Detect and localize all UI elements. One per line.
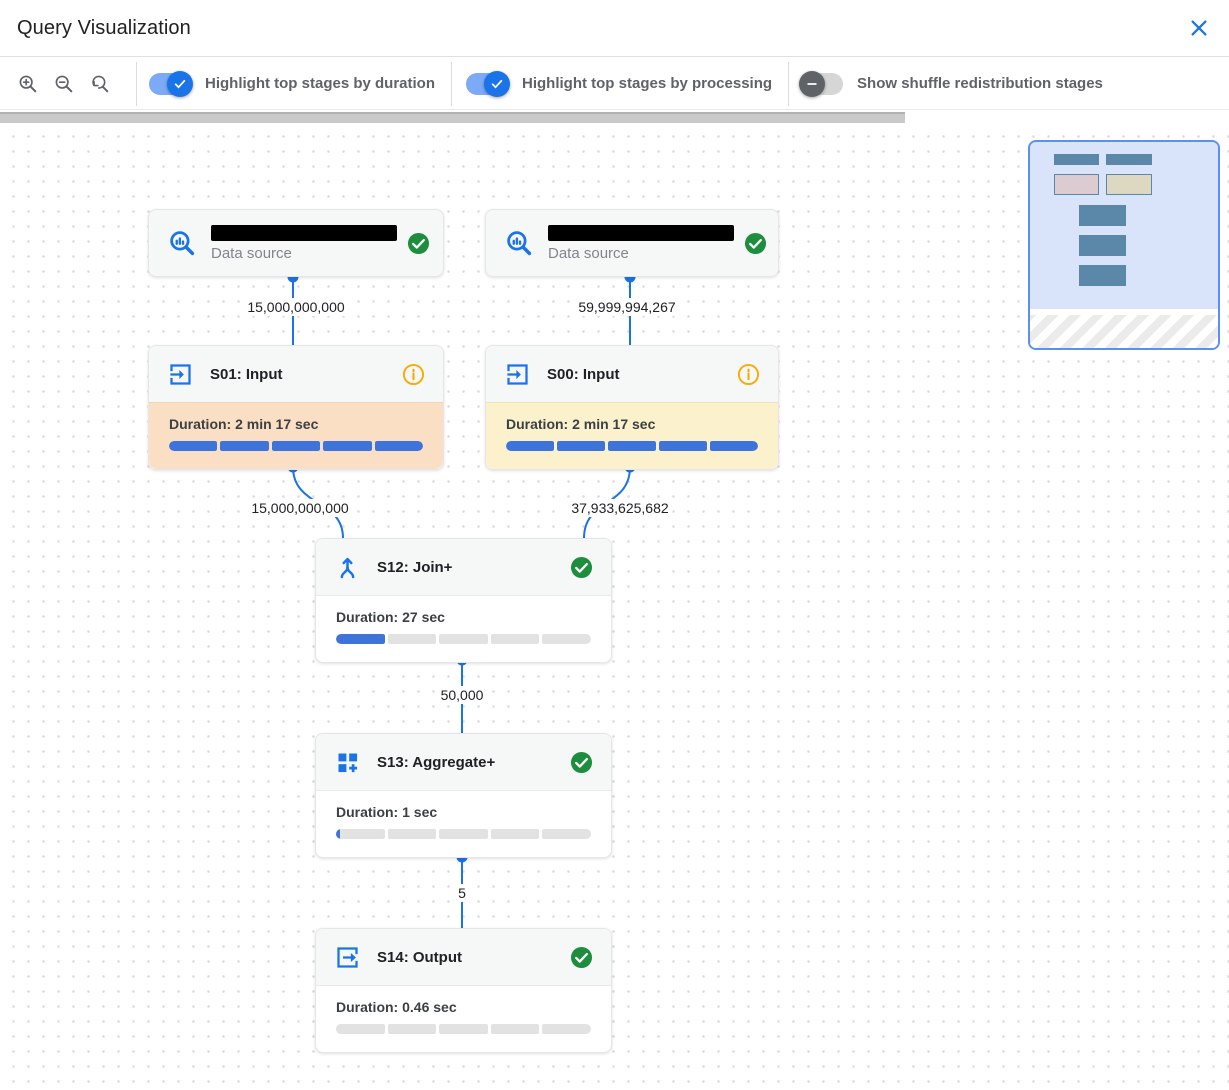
edge-label-rows: 5 [454, 884, 470, 902]
toggle-group-shuffle: Show shuffle redistribution stages [799, 70, 1103, 97]
stage-header: S14: Output [316, 929, 611, 985]
toggle-check-icon [167, 70, 193, 97]
stage-header: S00: Input [486, 346, 778, 402]
check-circle-icon [744, 232, 767, 255]
stage-duration-section: Duration: 2 min 17 sec [486, 402, 778, 469]
toggle-highlight-duration[interactable] [149, 70, 193, 97]
stage-node-s01[interactable]: S01: Input Duration: 2 min 17 sec [148, 345, 444, 470]
minimap-node-highlight-processing [1106, 174, 1152, 195]
redacted-table-name [548, 224, 734, 241]
data-source-info: Data source [211, 224, 397, 262]
check-circle-icon [570, 946, 593, 969]
toggle-label-shuffle: Show shuffle redistribution stages [857, 75, 1103, 92]
check-circle-icon [570, 556, 593, 579]
zoom-in-icon [19, 75, 37, 92]
info-icon[interactable] [737, 363, 760, 386]
stage-title: S14: Output [377, 948, 462, 966]
zoom-reset-button[interactable] [82, 66, 118, 102]
stage-duration-section: Duration: 1 sec [316, 790, 611, 857]
info-icon[interactable] [402, 363, 425, 386]
output-icon [334, 944, 361, 971]
toggle-label-processing: Highlight top stages by processing [522, 75, 773, 92]
data-source-type-label: Data source [211, 244, 292, 262]
join-icon [334, 554, 361, 581]
data-source-info: Data source [548, 224, 734, 262]
zoom-out-button[interactable] [46, 66, 82, 102]
duration-label: Duration: 1 sec [336, 804, 438, 820]
minimap[interactable] [1028, 140, 1220, 350]
progress-bar [506, 441, 758, 451]
stage-node-s14[interactable]: S14: Output Duration: 0.46 sec [315, 928, 612, 1053]
graph-canvas[interactable]: 15,000,000,000 59,999,994,267 15,000,000… [0, 123, 1229, 1090]
stage-header: S01: Input [149, 346, 443, 402]
stage-title: S12: Join+ [377, 558, 453, 576]
check-circle-icon [570, 751, 593, 774]
stage-header: S13: Aggregate+ [316, 734, 611, 790]
stage-title: S00: Input [547, 365, 620, 383]
input-icon [167, 361, 194, 388]
page-title: Query Visualization [17, 16, 191, 39]
data-source-icon [504, 228, 534, 258]
duration-label: Duration: 27 sec [336, 609, 445, 625]
toggle-label-duration: Highlight top stages by duration [205, 75, 435, 92]
edge-label-rows: 15,000,000,000 [243, 298, 349, 316]
minimap-node [1106, 154, 1152, 165]
progress-bar [336, 829, 591, 839]
redacted-table-name [211, 224, 397, 241]
toolbar-divider [136, 61, 137, 106]
stage-duration-section: Duration: 27 sec [316, 595, 611, 662]
toolbar: Highlight top stages by duration Highlig… [0, 58, 1229, 110]
toolbar-divider [788, 61, 790, 106]
check-circle-icon [407, 232, 430, 255]
zoom-reset-icon [92, 75, 109, 92]
minimap-node-highlight-duration [1054, 174, 1099, 195]
duration-label: Duration: 2 min 17 sec [506, 416, 656, 432]
stage-title: S01: Input [210, 365, 283, 383]
toggle-show-shuffle[interactable] [799, 70, 844, 97]
zoom-in-button[interactable] [10, 66, 46, 102]
input-icon [504, 361, 531, 388]
toolbar-divider [451, 61, 452, 106]
minimap-outside-area [1030, 315, 1218, 348]
toggle-group-duration: Highlight top stages by duration [149, 70, 435, 97]
aggregate-icon [334, 749, 361, 776]
progress-bar [336, 634, 591, 644]
duration-label: Duration: 0.46 sec [336, 999, 457, 1015]
edge-label-rows: 15,000,000,000 [247, 499, 353, 517]
data-source-node-1[interactable]: Data source [148, 209, 444, 277]
horizontal-scrollbar[interactable] [0, 112, 905, 123]
stage-duration-section: Duration: 0.46 sec [316, 985, 611, 1052]
edge-label-rows: 50,000 [436, 686, 488, 704]
data-source-node-2[interactable]: Data source [485, 209, 779, 277]
toggle-minus-icon [799, 70, 826, 97]
close-icon [1191, 20, 1207, 36]
minimap-node [1079, 205, 1126, 226]
progress-bar [169, 441, 424, 451]
duration-label: Duration: 2 min 17 sec [169, 416, 319, 432]
toggle-group-processing: Highlight top stages by processing [466, 70, 773, 97]
edge-label-rows: 37,933,625,682 [567, 499, 673, 517]
data-source-type-label: Data source [548, 244, 629, 262]
toggle-check-icon [484, 70, 510, 97]
stage-node-s12[interactable]: S12: Join+ Duration: 27 sec [315, 538, 612, 663]
data-source-icon [167, 228, 197, 258]
stage-header: S12: Join+ [316, 539, 611, 595]
title-bar: Query Visualization [0, 0, 1229, 57]
toggle-highlight-processing[interactable] [466, 70, 510, 97]
stage-duration-section: Duration: 2 min 17 sec [149, 402, 443, 469]
zoom-out-icon [55, 75, 73, 92]
stage-node-s13[interactable]: S13: Aggregate+ Duration: 1 sec [315, 733, 612, 858]
minimap-node [1079, 235, 1126, 256]
progress-bar [336, 1024, 591, 1034]
stage-node-s00[interactable]: S00: Input Duration: 2 min 17 sec [485, 345, 779, 470]
minimap-node [1054, 154, 1099, 165]
minimap-node [1079, 265, 1126, 286]
edge-label-rows: 59,999,994,267 [574, 298, 680, 316]
close-button[interactable] [1183, 12, 1215, 44]
stage-title: S13: Aggregate+ [377, 753, 496, 771]
